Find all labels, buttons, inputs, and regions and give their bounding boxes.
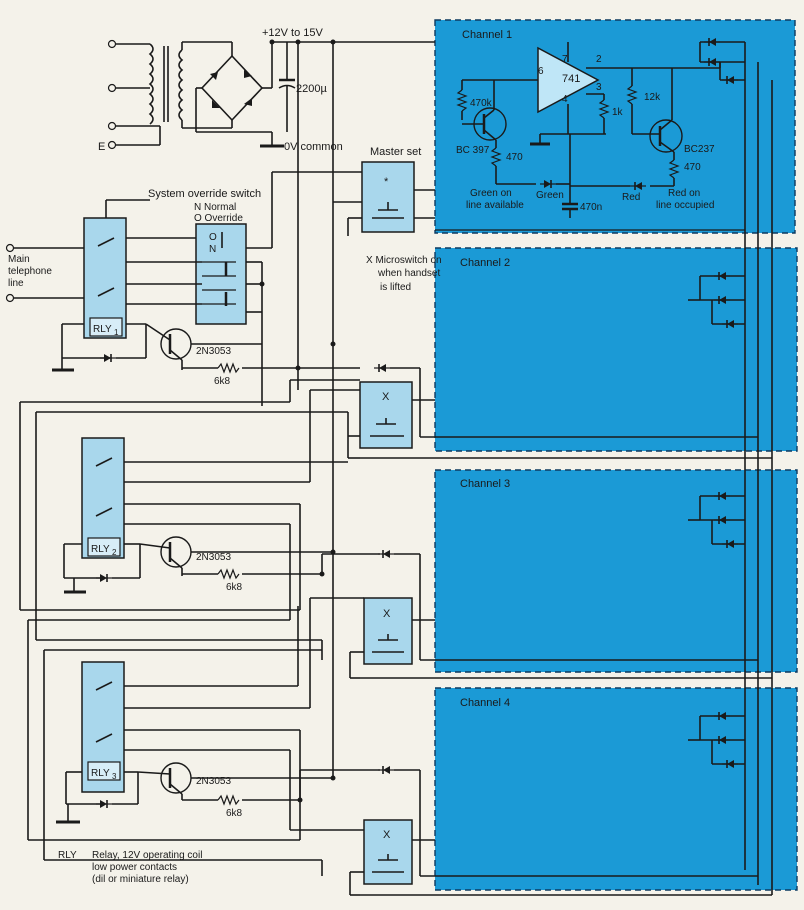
zero-volt-label: 0V common xyxy=(284,141,343,153)
footnote-line-2: low power contacts xyxy=(92,862,177,873)
pin2: 2 xyxy=(596,54,602,65)
line-terminal-a xyxy=(5,243,15,253)
r1-470: 470 xyxy=(506,152,523,163)
green-note-2: line available xyxy=(466,200,524,211)
cap-470n: 470n xyxy=(580,202,602,213)
micro-note-3: is lifted xyxy=(380,282,411,293)
red-note-2: line occupied xyxy=(656,200,714,211)
channel-3-diodes xyxy=(688,491,745,549)
relay-2-sub: 2 xyxy=(112,548,117,557)
micro-note-1: X Microswitch on xyxy=(366,255,442,266)
relay-2-transistor: 2N3053 xyxy=(196,552,231,563)
q2-label: BC237 xyxy=(684,144,715,155)
capacitor-2200u xyxy=(278,42,296,132)
channel-2-diodes xyxy=(688,271,745,329)
q1-label: BC 397 xyxy=(456,145,490,156)
r-12k: 12k xyxy=(644,92,661,103)
ext2-mark: X xyxy=(383,608,391,620)
r-1k: 1k xyxy=(612,107,624,118)
override-title: System override switch xyxy=(148,188,261,200)
pin7: 7 xyxy=(562,54,568,65)
relay-3-resistor: 6k8 xyxy=(226,808,243,819)
relay-3-name: RLY xyxy=(91,768,110,779)
channel-1-circuit: 741 7 2 3 6 4 470k BC 397 470 Green Gree… xyxy=(456,42,720,218)
override-switch[interactable] xyxy=(195,223,247,325)
earth-label: E xyxy=(98,141,105,153)
override-legend-o: O Override xyxy=(194,213,243,224)
channel-1-label: Channel 1 xyxy=(462,29,512,41)
relay-1-sub: 1 xyxy=(114,328,119,337)
red-led-label: Red xyxy=(622,192,640,203)
line-label-3: line xyxy=(8,278,24,289)
extension-2-switch[interactable] xyxy=(363,597,413,665)
relay-1-resistor: 6k8 xyxy=(214,376,231,387)
red-note-1: Red on xyxy=(668,188,700,199)
relay-1: RLY 1 xyxy=(83,217,202,339)
channel-4-label: Channel 4 xyxy=(460,697,510,709)
relay-2-resistor: 6k8 xyxy=(226,582,243,593)
bridge-rectifier xyxy=(182,41,273,133)
channel-3-panel xyxy=(434,469,798,673)
extension-1-switch[interactable] xyxy=(359,381,413,449)
green-led-label: Green xyxy=(536,190,564,201)
line-terminal-b xyxy=(5,293,15,303)
transistor-bc237 xyxy=(649,119,683,153)
channel-3-label: Channel 3 xyxy=(460,478,510,490)
earth-terminal xyxy=(107,140,117,150)
capacitor-label: 2200µ xyxy=(296,83,327,95)
relay-1-transistor: 2N3053 xyxy=(196,346,231,357)
green-note-1: Green on xyxy=(470,188,512,199)
transformer xyxy=(107,39,184,131)
channel-2-panel xyxy=(434,247,798,452)
relay-1-name: RLY xyxy=(93,324,112,335)
opamp-label: 741 xyxy=(562,73,580,85)
relay-3-sub: 3 xyxy=(112,772,117,781)
footnote-line-1: Relay, 12V operating coil xyxy=(92,850,202,861)
footnote-line-3: (dil or miniature relay) xyxy=(92,874,189,885)
master-set-box xyxy=(361,161,415,233)
override-pos-n: N xyxy=(209,244,216,255)
channel-4-panel xyxy=(434,687,798,891)
ext1-mark: X xyxy=(382,391,390,403)
relay-3-transistor: 2N3053 xyxy=(196,776,231,787)
ext3-mark: X xyxy=(383,829,391,841)
micro-note-2: when handset xyxy=(377,268,440,279)
r-470k: 470k xyxy=(470,98,493,109)
pin3: 3 xyxy=(596,82,602,93)
relay-3: RLY 3 xyxy=(81,661,310,793)
pin4: 4 xyxy=(562,94,568,105)
r2-470: 470 xyxy=(684,162,701,173)
master-set-mark: * xyxy=(384,176,389,188)
override-legend-n: N Normal xyxy=(194,202,236,213)
supply-voltage-label: +12V to 15V xyxy=(262,27,324,39)
line-label-2: telephone xyxy=(8,266,52,277)
relay-2-name: RLY xyxy=(91,544,110,555)
footnote-abbr: RLY xyxy=(58,850,77,861)
master-set-label: Master set xyxy=(370,146,421,158)
channel-2-label: Channel 2 xyxy=(460,257,510,269)
relay-2: RLY 2 xyxy=(81,437,348,559)
override-pos-o: O xyxy=(209,232,217,243)
extension-3-switch[interactable] xyxy=(363,819,413,885)
pin6: 6 xyxy=(538,66,544,77)
channel-4-diodes xyxy=(688,711,745,769)
line-label-1: Main xyxy=(8,254,30,265)
